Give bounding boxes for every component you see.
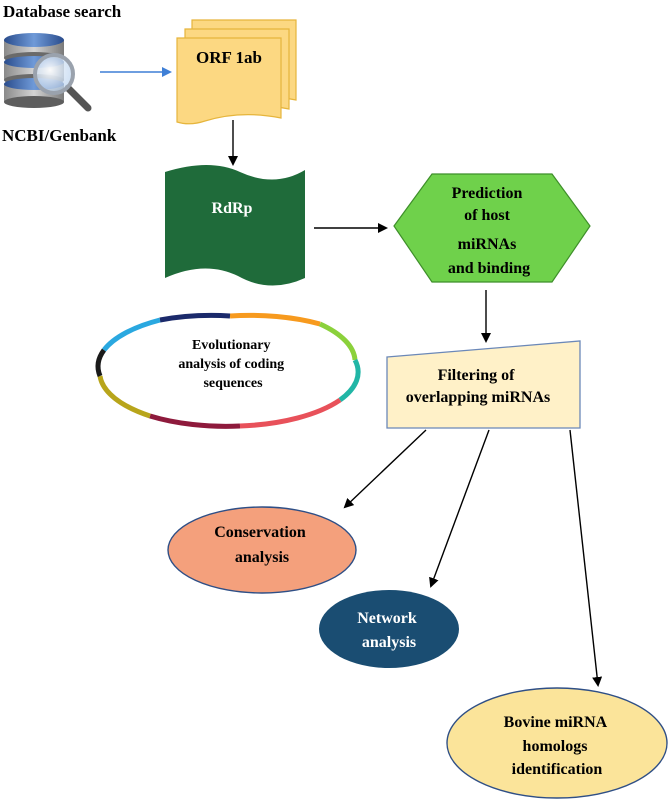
conservation-analysis-label: Conservation analysis (214, 524, 310, 566)
conservation-analysis-node: Conservation analysis (167, 506, 357, 594)
bovine-mirna-label: Bovine miRNA homologs identification (504, 714, 611, 778)
arrow-filtering-to-bovine (569, 429, 603, 687)
orf-1ab-label: ORF 1ab (196, 48, 262, 67)
prediction-node: Prediction of host miRNAs and binding (393, 173, 591, 283)
ncbi-genbank-label: NCBI/Genbank (2, 126, 117, 145)
orf-1ab-node: ORF 1ab (176, 19, 297, 125)
evolutionary-analysis-node: Evolutionary analysis of coding sequence… (95, 312, 361, 429)
rdrp-label: RdRp (212, 200, 253, 217)
database-search-label: Database search (3, 2, 122, 21)
arrow-filtering-to-conservation (343, 429, 427, 509)
prediction-label: Prediction of host miRNAs and binding (448, 185, 530, 277)
network-analysis-label: Network analysis (357, 610, 421, 651)
database-magnifier-icon (4, 33, 92, 112)
filtering-node: Filtering of overlapping miRNAs (386, 340, 581, 429)
rdrp-node: RdRp (165, 165, 305, 286)
bovine-mirna-node: Bovine miRNA homologs identification (446, 687, 668, 799)
evolutionary-analysis-label: Evolutionary analysis of coding sequence… (178, 338, 287, 391)
filtering-label: Filtering of overlapping miRNAs (406, 367, 550, 406)
arrow-filtering-to-network (429, 429, 490, 588)
network-analysis-node: Network analysis (319, 590, 459, 668)
